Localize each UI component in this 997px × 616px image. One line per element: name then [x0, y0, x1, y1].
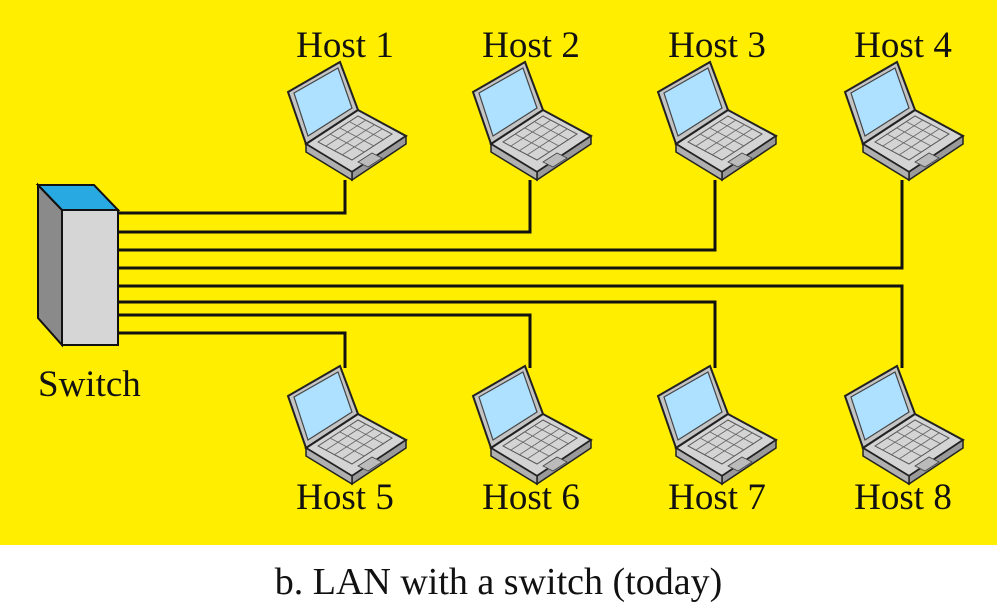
laptop-icon-host-5: [287, 365, 407, 485]
host-label-4: Host 4: [854, 25, 952, 66]
host-label-3: Host 3: [668, 25, 766, 66]
cable-host-5: [118, 331, 347, 368]
laptop-icon-host-1: [287, 61, 407, 181]
cable-host-4: [118, 180, 904, 270]
switch-label: Switch: [38, 364, 141, 405]
host-label-2: Host 2: [482, 25, 580, 66]
cable-host-3: [118, 180, 717, 252]
laptop-icon-host-7: [657, 365, 777, 485]
host-label-6: Host 6: [482, 477, 580, 518]
cable-host-7: [118, 300, 717, 368]
host-label-1: Host 1: [296, 25, 394, 66]
switch-device: [35, 182, 121, 348]
cable-host-2: [118, 180, 532, 234]
host-label-8: Host 8: [854, 477, 952, 518]
laptop-icon-host-6: [472, 365, 592, 485]
diagram-canvas: [35, 61, 964, 485]
host-label-7: Host 7: [668, 477, 766, 518]
laptop-icon-host-2: [472, 61, 592, 181]
laptop-icon-host-4: [844, 61, 964, 181]
figure-caption: b. LAN with a switch (today): [274, 561, 723, 603]
cables: [118, 180, 904, 368]
cable-host-1: [118, 180, 347, 215]
laptop-icon-host-8: [844, 365, 964, 485]
cable-host-6: [118, 313, 532, 368]
host-label-5: Host 5: [296, 477, 394, 518]
cable-host-8: [118, 284, 904, 368]
laptops: [287, 61, 964, 485]
lan-diagram: Host 1 Host 2 Host 3 Host 4 Host 5 Host …: [0, 0, 997, 545]
laptop-icon-host-3: [657, 61, 777, 181]
